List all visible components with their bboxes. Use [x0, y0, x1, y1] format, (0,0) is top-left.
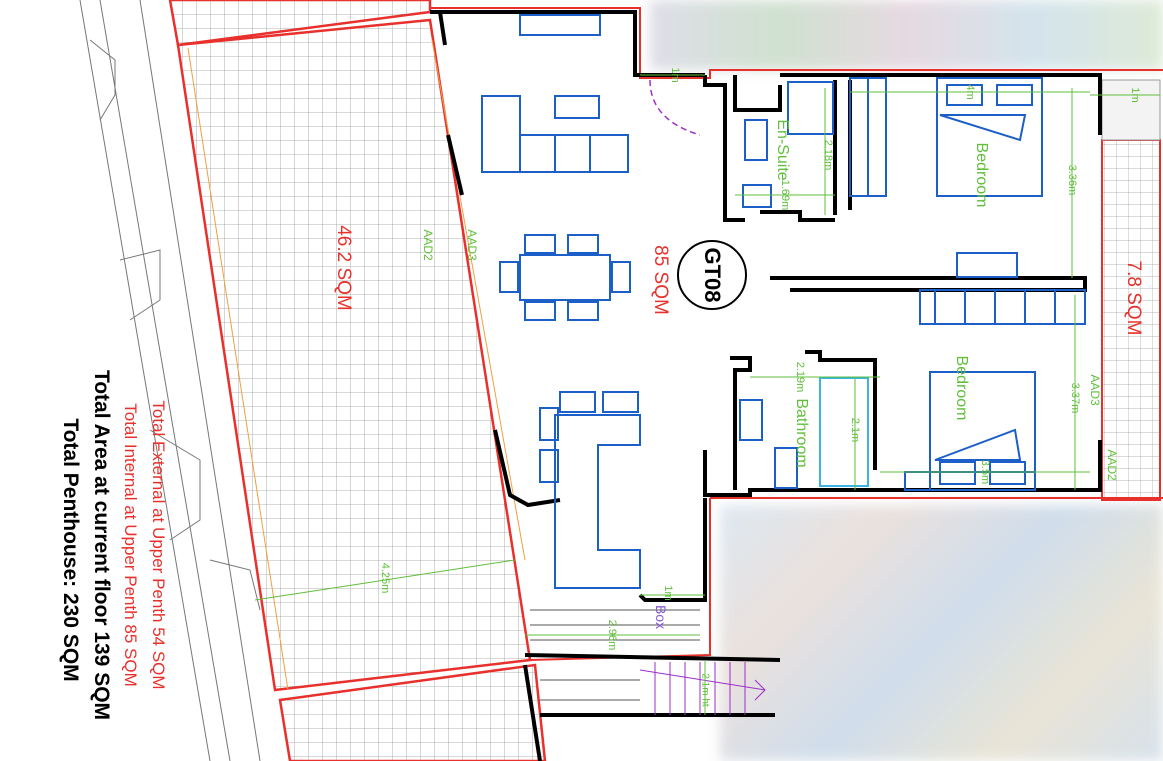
dim-3-5: 3.5m: [979, 459, 991, 485]
blurred-neighbour-top: [650, 0, 1163, 70]
blurred-neighbour-bottom: [720, 505, 1163, 761]
stairs: [639, 662, 766, 715]
dim-3-36: 3.36m: [1066, 164, 1078, 196]
room-bedroom-1: Bedroom: [973, 142, 990, 208]
room-bathroom: Bathroom: [793, 398, 810, 468]
total-internal: Total Internal at Upper Penth 85 SQM: [121, 403, 140, 687]
furniture: [481, 14, 1086, 589]
walls: [430, 10, 1102, 761]
dimension-lines: [254, 74, 1160, 715]
door-swing: [649, 79, 701, 136]
dim-2-96: 2.96m: [606, 619, 618, 651]
area-terrace-side: 7.8 SQM: [1123, 260, 1144, 336]
total-penthouse: Total Penthouse: 230 SQM: [59, 418, 82, 682]
tag-aad3-right: AAD3: [1088, 374, 1102, 406]
tag-aad2-left: AAD2: [421, 229, 435, 261]
dim-1m-top: 1m: [669, 67, 681, 83]
unit-label: GT08: [700, 247, 725, 303]
total-current-floor: Total Area at current floor 139 SQM: [90, 369, 113, 721]
dim-4-25: 4.25m: [379, 562, 391, 594]
tag-aad2-right: AAD2: [1105, 449, 1119, 481]
bathtub: [819, 377, 869, 487]
dim-2-1: 2.1m: [849, 417, 861, 443]
dim-2-18: 2.18m: [822, 139, 834, 171]
dim-1-69: 1.69m: [779, 179, 791, 211]
dim-1m-bottom: 1m: [662, 585, 674, 601]
total-external: Total External at Upper Penth 54 SQM: [149, 400, 168, 690]
room-ensuite: En-Suite: [774, 119, 791, 181]
main-terrace: [176, 18, 532, 692]
tag-aad3-left: AAD3: [465, 229, 479, 261]
dim-3-37: 3.37m: [1069, 382, 1081, 414]
unit-label-circle: [677, 240, 747, 310]
dim-2-1-ht: 2.1m ht: [699, 673, 711, 707]
room-box: Box: [653, 604, 669, 630]
dim-2-19: 2.19m: [794, 361, 806, 393]
dim-4m: 4m: [964, 84, 976, 100]
dim-1m-right: 1m: [1129, 87, 1141, 103]
parapet-lines: [79, 0, 261, 761]
room-bedroom-2: Bedroom: [953, 355, 970, 421]
area-unit-internal: 85 SQM: [650, 245, 671, 315]
area-terrace-main: 46.2 SQM: [333, 225, 354, 311]
